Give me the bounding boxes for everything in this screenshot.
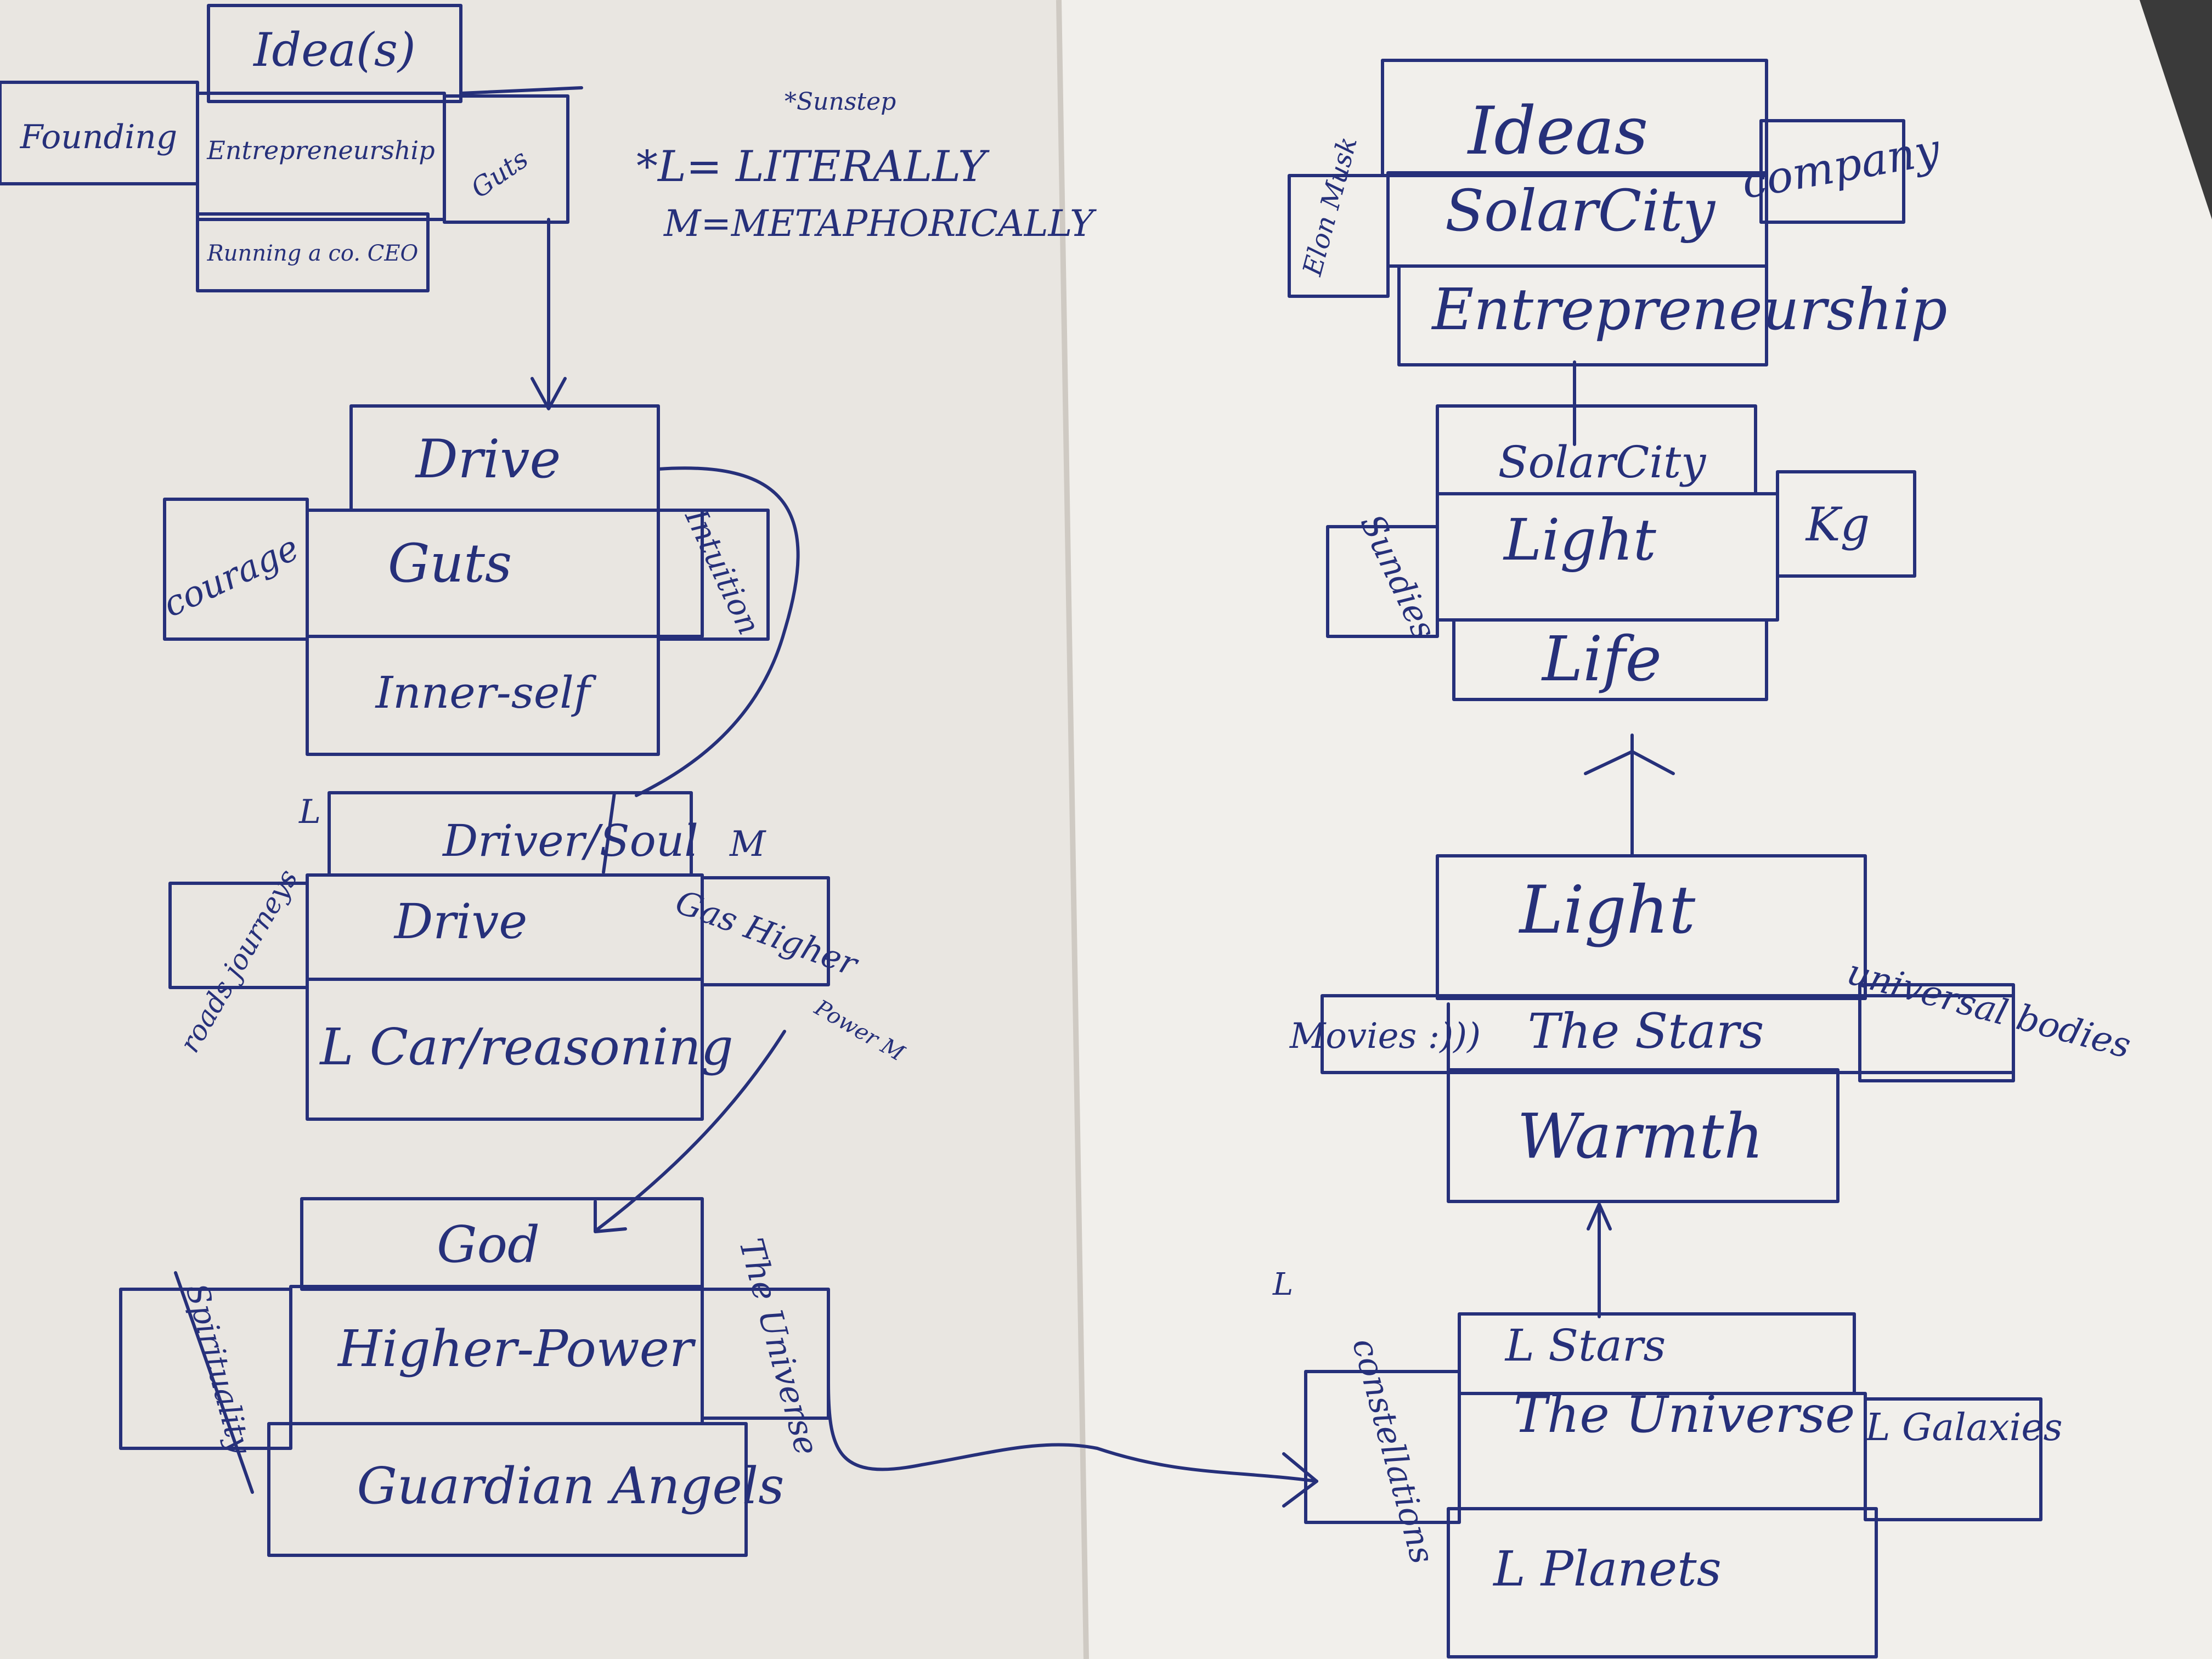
left-drive-bottom: Inner-self	[375, 667, 597, 718]
left-driver-center: Drive	[393, 893, 528, 950]
left-drive-center: Guts	[388, 533, 512, 594]
legend-scribble: *Sunstep	[785, 88, 896, 116]
right-universe-right: L Galaxies	[1864, 1406, 2062, 1449]
left-page	[0, 0, 1086, 1659]
connector-god-to-universe-head	[1282, 1452, 1318, 1508]
page-gutter	[1056, 0, 1089, 1659]
right-light-center: The Stars	[1528, 1003, 1764, 1059]
right-solarcity-cross	[1326, 404, 1916, 701]
right-universe-top: L Stars	[1504, 1320, 1666, 1371]
left-god-bottom: Guardian Angels	[357, 1457, 785, 1515]
legend-metaphorically: M=METAPHORICALLY	[663, 202, 1097, 245]
right-light-top: Light	[1519, 872, 1696, 949]
left-god-center: Higher-Power	[337, 1319, 696, 1378]
left-driver-bottom: L Car/reasoning	[319, 1018, 733, 1076]
left-ideas-top: Idea(s)	[252, 23, 415, 77]
right-solarcity-top: SolarCity	[1498, 437, 1707, 488]
loop-drive-to-driver	[635, 466, 800, 797]
connector-god-to-universe	[827, 1381, 1318, 1483]
left-ideas-left: Founding	[20, 118, 177, 156]
left-ideas-cross	[0, 4, 583, 292]
right-solarcity-bottom: Life	[1541, 624, 1662, 695]
right-universe-bottom: L Planets	[1492, 1541, 1722, 1597]
left-god-top: God	[437, 1215, 540, 1274]
right-solarcity-right: Kg	[1805, 498, 1870, 551]
left-ideas-bottom: Running a co. CEO	[207, 241, 419, 266]
right-ideas-cross	[1288, 59, 1905, 366]
right-light-cross	[1321, 854, 2015, 1203]
arrow-light-to-solarcity-head	[1584, 750, 1675, 775]
right-solarcity-center: Light	[1503, 506, 1656, 573]
left-ideas-center: Entrepreneurship	[206, 136, 435, 165]
left-driver-top: Driver/Soul	[442, 815, 698, 866]
left-driver-top-left-mark: L	[298, 793, 321, 831]
arrow-universe-to-light-head	[1587, 1203, 1612, 1231]
arrow-power-to-god-head	[594, 1200, 627, 1233]
right-light-bottom: Warmth	[1517, 1101, 1763, 1172]
right-universe-cross	[1304, 1312, 2042, 1658]
right-ideas-bottom: Entrepreneurship	[1431, 276, 1947, 343]
right-ideas-top: Ideas	[1467, 93, 1648, 170]
right-page	[1059, 0, 2212, 1659]
right-ideas-center: SolarCity	[1445, 177, 1716, 244]
left-drive-cross	[163, 404, 770, 756]
left-drive-top: Drive	[415, 428, 561, 490]
right-light-left: Movies :)))	[1289, 1016, 1481, 1057]
left-driver-top-right-mark: M	[729, 824, 766, 865]
right-universe-left-mark: L	[1272, 1267, 1293, 1302]
left-god-cross	[119, 1197, 830, 1557]
legend-literally: *L= LITERALLY	[636, 142, 990, 191]
left-driver-cross	[168, 791, 830, 1121]
arrow-ideas-to-drive-head	[531, 377, 567, 410]
right-universe-center: The Universe	[1514, 1385, 1855, 1444]
